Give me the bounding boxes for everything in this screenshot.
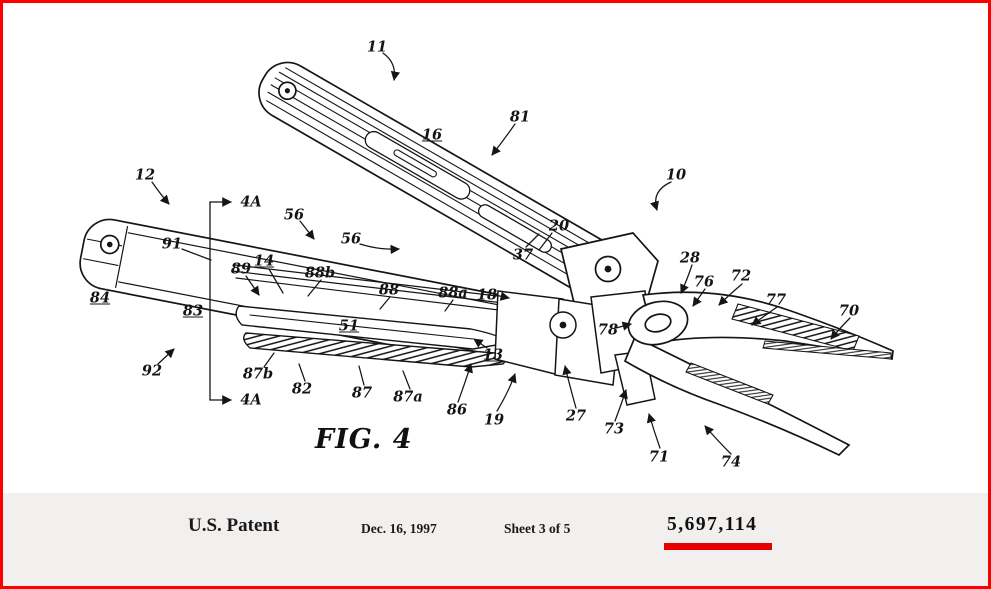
pliers-head [623,291,894,457]
section-line-4a [209,197,232,405]
pivot-housing [559,232,659,308]
footer-strip [3,493,988,586]
figure-caption: FIG. 4 [315,424,413,455]
footer-document-type: U.S. Patent [188,515,280,536]
footer-date: Dec. 16, 1997 [361,521,437,536]
leaf-springs [231,264,524,313]
leader-lines [151,52,851,455]
patent-figure-drawing [79,52,894,457]
knife-blade [235,305,510,350]
footer-sheet: Sheet 3 of 5 [504,521,571,536]
footer-patent-number: 5,697,114 [667,514,758,535]
patent-number-highlight [664,543,772,550]
